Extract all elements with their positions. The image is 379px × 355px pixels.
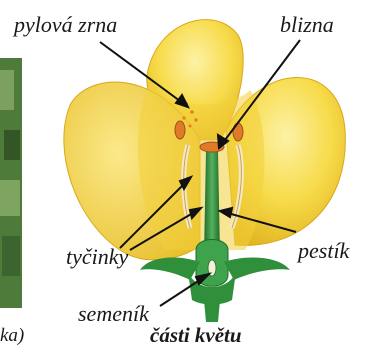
- label-stigma: blizna: [280, 14, 334, 36]
- diagram-caption: části květu: [150, 325, 242, 346]
- label-pollen: pylová zrna: [14, 14, 117, 36]
- label-ovary: semeník: [78, 303, 149, 325]
- left-caption-fragment: ka): [0, 326, 24, 345]
- stem: [204, 300, 220, 322]
- anther-left: [175, 121, 185, 139]
- photo-fragment: [0, 58, 22, 308]
- petal-front: [138, 85, 264, 250]
- label-pistil: pestík: [298, 240, 349, 262]
- label-stamens: tyčinky: [66, 246, 128, 268]
- sepal-left: [140, 257, 200, 280]
